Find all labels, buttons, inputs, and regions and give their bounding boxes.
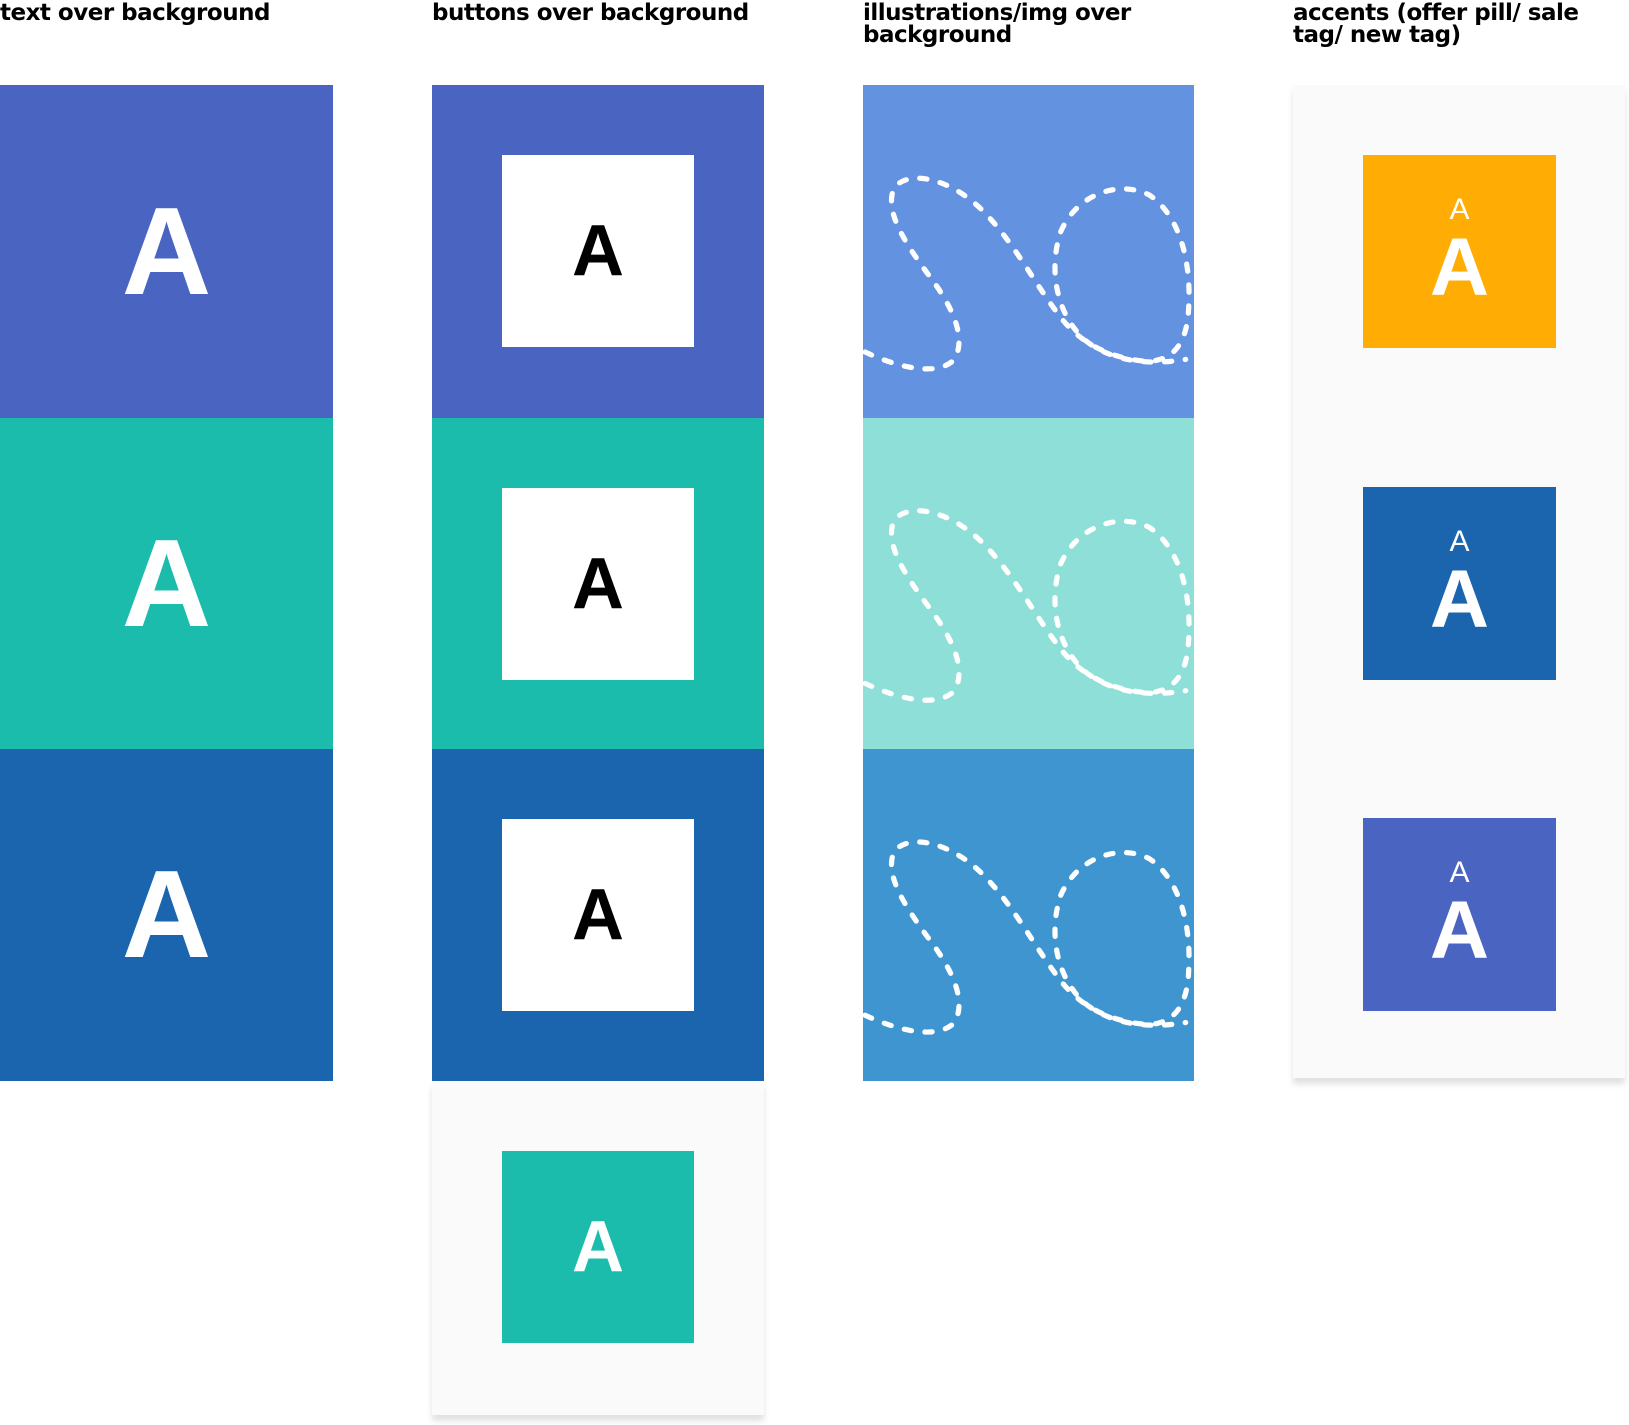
sample-button[interactable]: A [502, 155, 694, 347]
sample-letter: A [572, 544, 624, 624]
sample-button[interactable]: A [502, 488, 694, 680]
dashed-doodle-illustration [863, 508, 1192, 703]
sample-button-teal[interactable]: A [502, 1151, 694, 1343]
header-buttons-over-background: buttons over background [432, 0, 749, 26]
sample-letter: A [572, 211, 624, 291]
button-swatch-teal: A [432, 418, 764, 749]
button-swatch-light-panel: A [432, 1081, 764, 1415]
text-swatch-blue: A [0, 749, 333, 1081]
accent-small-letter: A [1449, 855, 1470, 889]
accent-big-letter: A [1429, 884, 1490, 976]
illustration-swatch-mid-blue [863, 749, 1194, 1081]
accents-panel: A A A A A A [1293, 85, 1625, 1078]
accent-big-letter: A [1429, 553, 1490, 645]
illustration-swatch-light-blue [863, 85, 1194, 418]
dashed-doodle-illustration [863, 175, 1192, 372]
sample-letter: A [572, 1207, 624, 1287]
sample-letter: A [121, 846, 212, 984]
sample-letter: A [572, 875, 624, 955]
accent-big-letter: A [1429, 221, 1490, 313]
sample-button[interactable]: A [502, 819, 694, 1011]
button-swatch-blue: A [432, 749, 764, 1081]
dashed-doodle-illustration [863, 839, 1192, 1035]
accent-orange: A A [1363, 155, 1556, 348]
sample-letter: A [121, 514, 212, 653]
header-text-over-background: text over background [0, 0, 270, 26]
header-illustrations-over-background: illustrations/img over background [863, 0, 1131, 48]
illustration-swatch-light-teal [863, 418, 1194, 749]
header-accents: accents (offer pill/ sale tag/ new tag) [1293, 0, 1579, 48]
accent-blue: A A [1363, 487, 1556, 680]
sample-letter: A [121, 182, 212, 321]
button-swatch-indigo: A [432, 85, 764, 418]
text-swatch-indigo: A [0, 85, 333, 418]
accent-indigo: A A [1363, 818, 1556, 1011]
accent-small-letter: A [1449, 192, 1470, 226]
accent-small-letter: A [1449, 524, 1470, 558]
text-swatch-teal: A [0, 418, 333, 749]
